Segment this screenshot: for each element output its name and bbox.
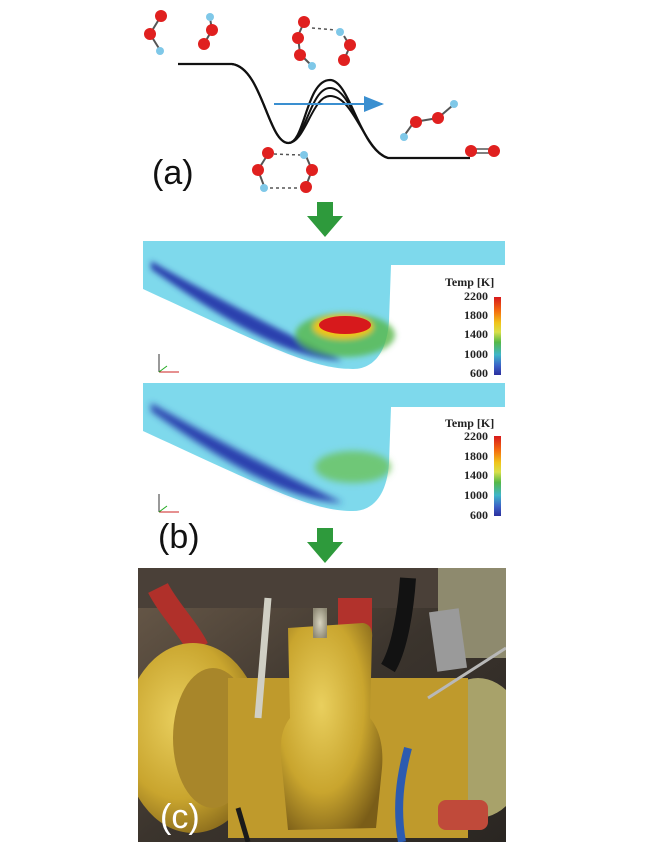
oxygen-molecule bbox=[465, 145, 500, 157]
colorbar bbox=[494, 297, 501, 375]
down-arrow bbox=[307, 528, 343, 563]
combustion-domain bbox=[143, 241, 505, 369]
axis-triad bbox=[158, 354, 179, 373]
panel-c-label: (c) bbox=[160, 798, 200, 836]
combustion-domain bbox=[143, 383, 505, 511]
temperature-contour-low bbox=[143, 383, 505, 511]
panel-b-label: (b) bbox=[158, 518, 200, 556]
energy-curve bbox=[231, 63, 389, 159]
temperature-contour-high bbox=[143, 241, 505, 369]
hydroxyl-molecule bbox=[144, 10, 167, 55]
legend-tick: 1000 bbox=[464, 488, 488, 502]
legend-tick: 1800 bbox=[464, 308, 488, 322]
panel-a-label: (a) bbox=[152, 154, 194, 192]
legend-tick: 1400 bbox=[464, 327, 488, 341]
axis-triad bbox=[158, 494, 179, 513]
legend-tick: 600 bbox=[470, 366, 488, 380]
colorbar bbox=[494, 436, 501, 516]
legend-tick: 1000 bbox=[464, 347, 488, 361]
legend-tick: 1800 bbox=[464, 449, 488, 463]
energy-curve bbox=[178, 62, 470, 160]
warm-zone bbox=[315, 451, 391, 483]
engine-photo-image bbox=[138, 568, 506, 842]
hydroperoxyl-molecule bbox=[198, 13, 218, 50]
legend-tick: 1400 bbox=[464, 468, 488, 482]
legend-tick: 2200 bbox=[464, 289, 488, 303]
down-arrow bbox=[307, 202, 343, 237]
engine-photo: (c) bbox=[138, 568, 506, 842]
flame-core bbox=[319, 316, 371, 334]
legend-tick: 2200 bbox=[464, 429, 488, 443]
reaction-energy-diagram bbox=[144, 10, 500, 193]
legend-tick: 600 bbox=[470, 508, 488, 522]
legend-title: Temp [K] bbox=[445, 416, 495, 430]
hydrogen-peroxide-molecule bbox=[400, 100, 458, 141]
legend-title: Temp [K] bbox=[445, 275, 495, 289]
transition-state-cluster bbox=[292, 16, 356, 70]
reactant-complex-ring bbox=[252, 147, 318, 193]
energy-curve bbox=[231, 63, 389, 159]
